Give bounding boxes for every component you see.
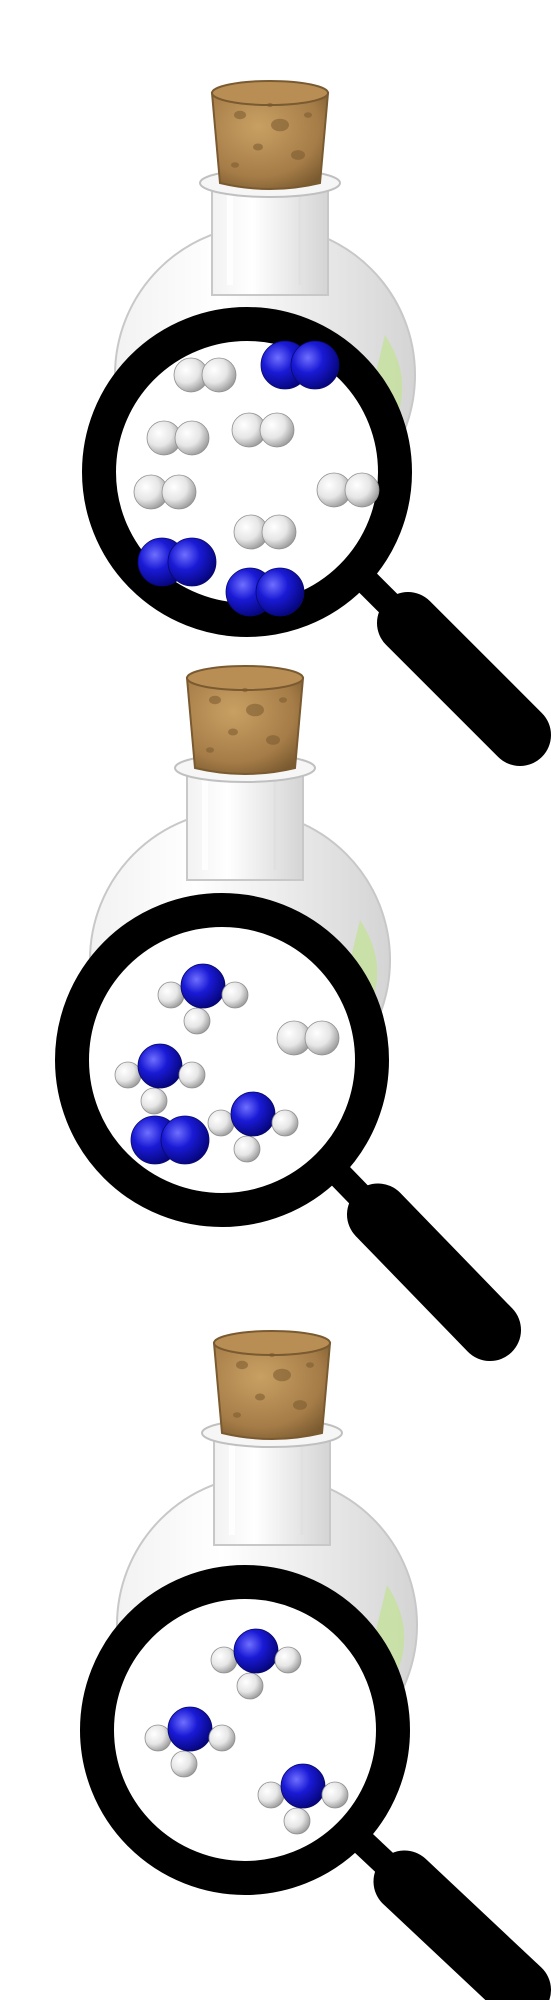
- molecule-h2: [133, 474, 197, 510]
- molecule-n2: [225, 567, 305, 617]
- molecule-n2: [130, 1115, 210, 1165]
- cork-icon: [210, 80, 330, 190]
- cork-icon: [185, 665, 305, 775]
- molecule-nh3: [210, 1628, 302, 1700]
- molecule-nh3: [257, 1763, 349, 1835]
- molecule-h2: [276, 1020, 340, 1056]
- magnifying-glass-icon: [80, 1565, 551, 2000]
- molecule-nh3: [207, 1091, 299, 1163]
- molecule-h2: [173, 357, 237, 393]
- molecule-h2: [231, 412, 295, 448]
- molecule-h2: [146, 420, 210, 456]
- cork-icon: [212, 1330, 332, 1440]
- molecule-h2: [233, 514, 297, 550]
- molecule-group: [144, 1628, 349, 1835]
- panel-3: [80, 1330, 551, 2000]
- molecule-n2: [137, 537, 217, 587]
- molecule-n2: [260, 340, 340, 390]
- molecule-group: [133, 340, 380, 617]
- molecule-nh3: [144, 1706, 236, 1778]
- panel-1: [82, 80, 551, 766]
- panel-2: [55, 665, 521, 1361]
- molecule-group: [114, 963, 340, 1165]
- molecule-h2: [316, 472, 380, 508]
- molecule-nh3: [114, 1043, 206, 1115]
- molecule-nh3: [157, 963, 249, 1035]
